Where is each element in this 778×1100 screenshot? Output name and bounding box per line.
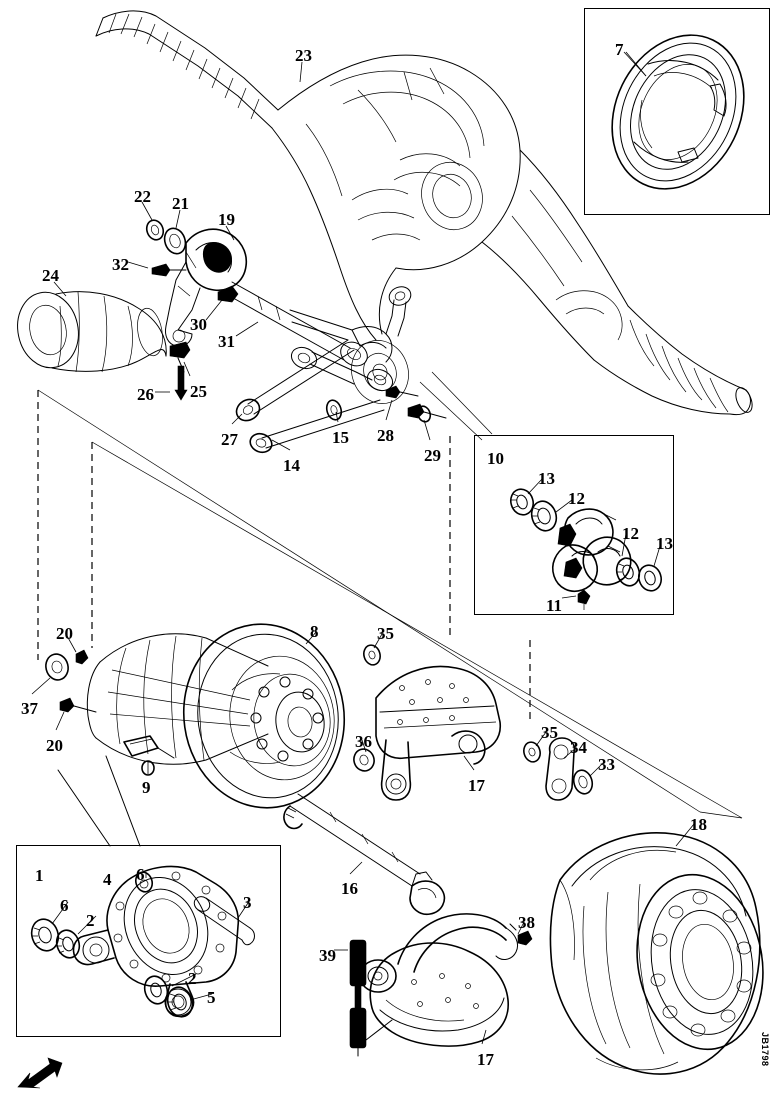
fasteners-group [385, 385, 447, 423]
callout-18-brake-drum: 18 [690, 815, 707, 834]
callout-15-washer: 15 [332, 428, 349, 447]
callout-38-pin: 38 [518, 913, 535, 932]
callout-27-radius-rod: 27 [221, 430, 238, 449]
brake-shoe-lower-group [349, 913, 533, 1057]
callout-33-retaining-ring: 33 [598, 755, 615, 774]
callout-36-roller: 36 [355, 732, 372, 751]
callout-35-washer: 35 [541, 723, 558, 742]
callout-28-bolt: 28 [377, 426, 394, 445]
lower-link-group [249, 399, 385, 454]
v-rod-group [289, 286, 412, 392]
radius-rod-group [235, 339, 355, 422]
inset-ujoint-contents [509, 477, 663, 610]
callout-17-brake-shoe: 17 [468, 776, 485, 795]
callout-6-bearing: 6 [136, 865, 145, 884]
callout-4-carrier-housing: 4 [103, 870, 112, 889]
callout-22-washer: 22 [134, 187, 151, 206]
inset-box-ring [584, 8, 770, 215]
callout-10-u-joint-kit: 10 [487, 449, 504, 468]
callout-20-bolt: 20 [56, 624, 73, 643]
direction-arrow-icon [17, 1057, 63, 1089]
projection-guides [37, 371, 743, 819]
callout-16-camshaft: 16 [341, 879, 358, 898]
callout-12-bearing-cup: 12 [568, 489, 585, 508]
callout-6-bearing: 6 [60, 896, 69, 915]
callout-32-bolt: 32 [112, 255, 129, 274]
callout-25-stud: 25 [190, 382, 207, 401]
callout-31-torque-rod: 31 [218, 332, 235, 351]
callout-30-pin: 30 [190, 315, 207, 334]
callout-2-cup: 2 [188, 969, 197, 988]
inset-box-ujoint [474, 435, 674, 615]
callout-8-brake-backing-plate: 8 [310, 622, 319, 641]
callout-3-shaft: 3 [243, 893, 252, 912]
inset-carrier-contents [30, 755, 255, 1018]
callout-leaders [31, 51, 695, 1045]
callout-13-snap-ring: 13 [538, 469, 555, 488]
callout-23-axle-housing: 23 [295, 46, 312, 65]
callout-11-grease-fitting: 11 [546, 596, 563, 615]
callout-21-bushing: 21 [172, 194, 189, 213]
drawing-code: JB1798 [760, 1032, 770, 1067]
callout-35-washer: 35 [377, 624, 394, 643]
callout-39-return-spring: 39 [319, 946, 336, 965]
callout-5-bearing: 5 [207, 988, 216, 1007]
torque-rod-group [217, 281, 368, 367]
camshaft-group [283, 793, 446, 916]
callout-37-nut: 37 [21, 699, 38, 718]
callout-24-axle-shaft-end: 24 [42, 266, 59, 285]
inset-box-carrier [16, 845, 281, 1037]
callout-29-bolt: 29 [424, 446, 441, 465]
callout-7-ring-seal: 7 [615, 40, 624, 59]
callout-20-bolt: 20 [46, 736, 63, 755]
brake-backing-plate-group [45, 623, 346, 809]
stud-nut-group [169, 341, 191, 401]
axle-shaft-end-group [17, 291, 167, 373]
callout-9-wear-pad: 9 [142, 778, 151, 797]
callout-2-cup: 2 [86, 911, 95, 930]
axle-housing-group [95, 10, 753, 416]
callout-34-anchor-pin: 34 [570, 738, 587, 757]
callout-19-torque-rod-bracket: 19 [218, 210, 235, 229]
callout-1-carrier-assembly: 1 [35, 866, 44, 885]
brake-drum-group [549, 832, 764, 1075]
callout-26-nut: 26 [137, 385, 154, 404]
brake-shoe-upper-group [353, 644, 594, 801]
callout-14-lower-link: 14 [283, 456, 300, 475]
callout-13-snap-ring: 13 [656, 534, 673, 553]
return-spring [349, 939, 393, 1057]
inset-ring-contents [611, 34, 745, 190]
callout-17-brake-shoe: 17 [477, 1050, 494, 1069]
callout-12-bearing-cup: 12 [622, 524, 639, 543]
